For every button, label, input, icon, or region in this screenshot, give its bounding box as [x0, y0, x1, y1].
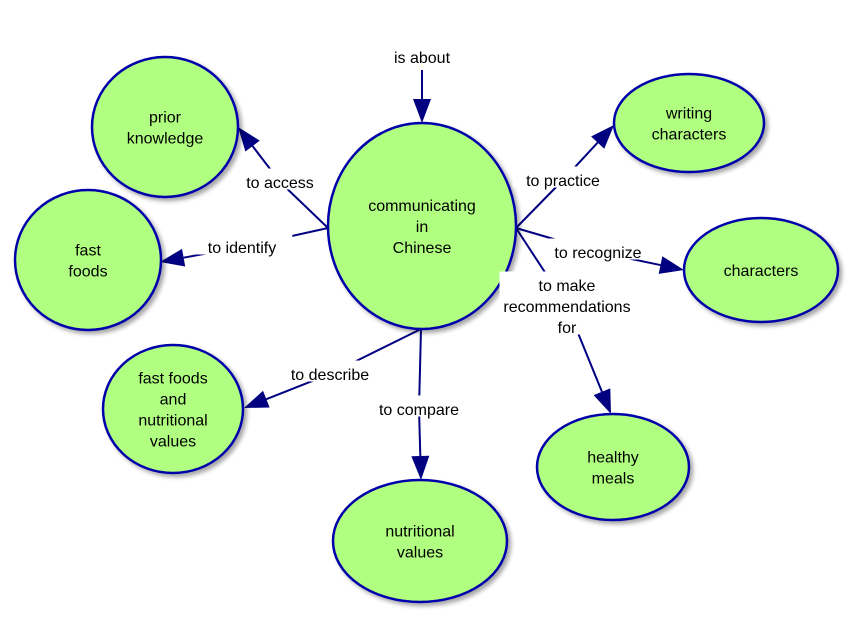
- node-shape: [101, 343, 245, 475]
- node-fast-foods-nutritional[interactable]: fast foods and nutritional values: [101, 343, 245, 475]
- node-shape: [612, 72, 766, 174]
- node-label-line: fast: [75, 243, 101, 260]
- node-shape: [535, 412, 691, 522]
- node-label-line: meals: [592, 471, 635, 488]
- labels-layer: is about to access to identify to describe t…: [191, 43, 653, 419]
- link-label-fast-foods-nutritional: to describe: [279, 360, 381, 384]
- link-label-fast-foods-background: [191, 233, 293, 255]
- node-label-line: characters: [652, 127, 727, 144]
- node-label-line: values: [397, 545, 443, 562]
- node-label-line: foods: [68, 264, 107, 281]
- node-label-line: prior: [149, 110, 182, 127]
- node-healthy-meals[interactable]: healthy meals: [535, 412, 691, 522]
- link-label-is-about: is about: [384, 43, 460, 67]
- node-characters[interactable]: characters: [682, 216, 840, 324]
- link-label-is-about-line: is about: [394, 50, 451, 67]
- link-label-fast-foods-line: to identify: [208, 240, 276, 257]
- node-label-line: Chinese: [393, 240, 452, 257]
- node-label-line: nutritional: [138, 413, 207, 430]
- node-label-line: nutritional: [385, 524, 454, 541]
- link-label-characters-background: [543, 238, 653, 260]
- link-label-writing-characters-background: [512, 166, 614, 188]
- link-label-prior-knowledge-line: to access: [246, 175, 314, 192]
- link-label-fast-foods-nutritional-line: to describe: [291, 367, 369, 384]
- arrowhead-icon: [238, 127, 260, 152]
- node-shape: [326, 121, 518, 331]
- arrowhead-icon: [411, 455, 430, 480]
- arrowhead-icon: [658, 256, 684, 274]
- node-nutritional-values[interactable]: nutritional values: [331, 478, 509, 604]
- link-label-prior-knowledge: to access: [238, 168, 322, 192]
- link-label-writing-characters-line: to practice: [526, 173, 600, 190]
- node-label-line: in: [416, 219, 428, 236]
- node-shape: [13, 188, 163, 332]
- arrowhead-icon: [244, 390, 270, 408]
- node-label-line: knowledge: [127, 131, 204, 148]
- arrowhead-icon: [591, 125, 614, 149]
- link-label-writing-characters: to practice: [512, 166, 614, 190]
- node-label-line: communicating: [368, 198, 476, 215]
- link-label-healthy-meals: to make recommendations for: [499, 271, 635, 337]
- link-label-healthy-meals-background: [499, 271, 635, 335]
- node-shape: [331, 478, 509, 604]
- link-label-fast-foods-nutritional-background: [279, 360, 381, 382]
- link-label-nutritional-values-background: [373, 395, 465, 417]
- link-label-prior-knowledge-background: [238, 168, 322, 190]
- node-prior-knowledge[interactable]: prior knowledge: [90, 55, 240, 199]
- node-label-line: writing: [665, 106, 712, 123]
- node-shape: [90, 55, 240, 199]
- node-writing-characters[interactable]: writing characters: [612, 72, 766, 174]
- node-label-line: and: [160, 392, 187, 409]
- is-about-arrowhead: [413, 99, 431, 123]
- link-label-healthy-meals-line: for: [558, 320, 577, 337]
- link-label-characters-line: to recognize: [554, 245, 641, 262]
- node-label-line: fast foods: [138, 371, 207, 388]
- arrowhead-icon: [160, 248, 186, 267]
- node-shape: [682, 216, 840, 324]
- node-label-line: healthy: [587, 450, 639, 467]
- link-label-fast-foods: to identify: [191, 233, 293, 257]
- link-line: [417, 328, 422, 457]
- node-fast-foods[interactable]: fast foods: [13, 188, 163, 332]
- arrowhead-icon: [593, 388, 611, 414]
- node-label-line: characters: [724, 263, 799, 280]
- link-label-characters: to recognize: [543, 238, 653, 262]
- link-label-nutritional-values: to compare: [373, 395, 465, 419]
- link-label-healthy-meals-line: to make: [539, 278, 596, 295]
- link-label-nutritional-values-line: to compare: [379, 402, 459, 419]
- node-label-line: values: [150, 434, 196, 451]
- link-label-healthy-meals-line: recommendations: [503, 299, 630, 316]
- link-label-is-about-background: [384, 43, 460, 65]
